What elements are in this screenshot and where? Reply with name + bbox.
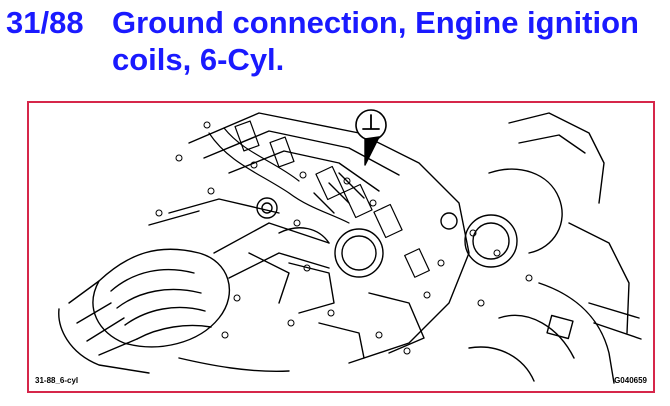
page-header: 31/88 Ground connection, Engine ignition… — [6, 4, 652, 78]
page-title-line-2: coils, 6-Cyl. — [112, 42, 285, 77]
ignition-coils — [208, 120, 430, 278]
reference-number: 31/88 — [6, 5, 84, 40]
figure-label-right: G040659 — [614, 376, 647, 385]
right-components — [464, 112, 642, 384]
figure-label-left: 31-88_6-cyl — [35, 376, 79, 385]
page-title-line-1: Ground connection, Engine ignition — [112, 5, 639, 40]
engine-illustration-frame: 31-88_6-cyl G040659 — [27, 101, 655, 393]
bolts — [155, 121, 533, 355]
cylinder-head — [188, 112, 470, 364]
intake-manifold — [58, 198, 330, 374]
engine-line-drawing — [58, 109, 642, 384]
ground-callout — [355, 109, 387, 166]
title-row-1: 31/88 Ground connection, Engine ignition — [6, 4, 652, 41]
